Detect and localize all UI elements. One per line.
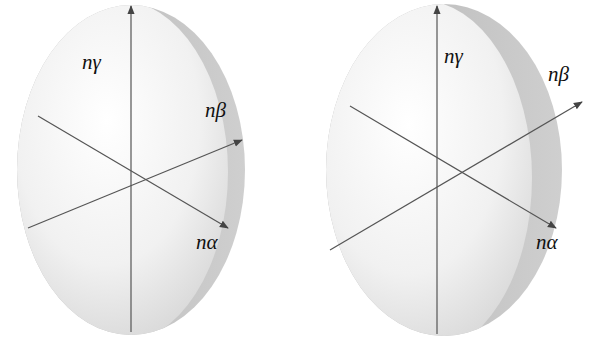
axis-label: nβ [548,64,569,85]
ellipsoid-left [8,0,245,341]
axis-label: nβ [205,100,226,121]
axis-label: nα [196,232,218,253]
ellipsoid-right [308,0,582,341]
axis-label: nγ [444,46,463,67]
axis-label: nα [536,232,558,253]
axis-label: nγ [82,52,101,73]
